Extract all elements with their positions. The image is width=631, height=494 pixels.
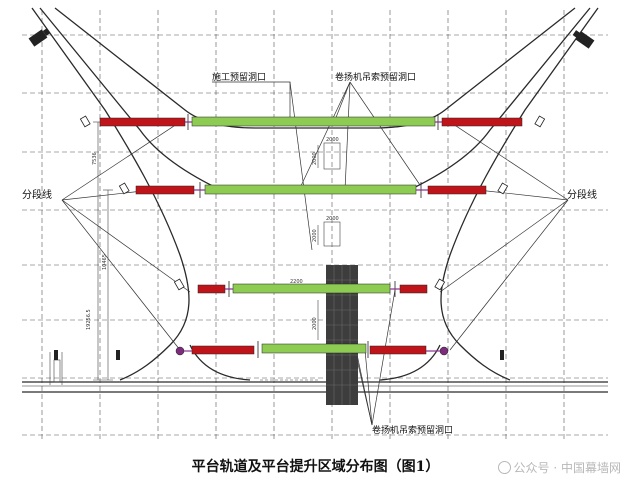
dimension-label: 2000	[326, 137, 339, 143]
red-rail-right	[399, 284, 428, 294]
green-platform	[204, 184, 417, 195]
red-rail-right	[369, 345, 427, 355]
grid	[22, 10, 608, 440]
red-rail-left	[191, 345, 255, 355]
dimension-label: 2000	[326, 216, 339, 222]
rail-level-4	[175, 341, 449, 358]
building-outline	[22, 7, 608, 393]
construction-opening-label: 施工预留洞口	[212, 71, 266, 83]
red-rail-left	[135, 185, 195, 195]
green-platform	[232, 283, 391, 294]
dimension-lines	[49, 121, 341, 385]
connectors	[184, 121, 442, 352]
rail-level-2	[135, 182, 487, 198]
dimension-label: 19256.5	[86, 309, 92, 330]
red-rail-left	[197, 284, 226, 294]
hoist-opening-label-top: 卷扬机吊索预留洞口	[335, 71, 416, 83]
posts	[54, 350, 504, 360]
red-rail-right	[427, 185, 487, 195]
dimension-label: 2200	[290, 279, 303, 285]
red-rail-right	[441, 117, 523, 127]
label-leader-lines	[212, 81, 421, 426]
dimension-label: 7536	[92, 152, 98, 165]
figure-caption: 平台轨道及平台提升区域分布图（图1）	[191, 459, 440, 475]
anchor-blocks	[79, 115, 546, 291]
watermark: 公众号 · 中国幕墙网	[497, 459, 621, 476]
divider-leader-lines	[61, 121, 569, 351]
green-platform	[261, 343, 367, 354]
divider-label-left: 分段线	[22, 188, 52, 201]
hoist-opening-label-bottom: 卷扬机吊索预留洞口	[372, 424, 453, 436]
dimension-label: 2000	[312, 229, 318, 242]
dimension-label: 2000	[312, 152, 318, 165]
wechat-icon	[497, 461, 511, 474]
red-rail-left	[99, 117, 186, 127]
watermark-text: 公众号 · 中国幕墙网	[513, 461, 621, 475]
dimension-label: 2000	[312, 317, 318, 330]
green-platform	[191, 116, 436, 127]
camera-icon	[28, 28, 595, 49]
divider-label-right: 分段线	[567, 188, 597, 201]
dimension-label: 10465	[102, 254, 108, 270]
